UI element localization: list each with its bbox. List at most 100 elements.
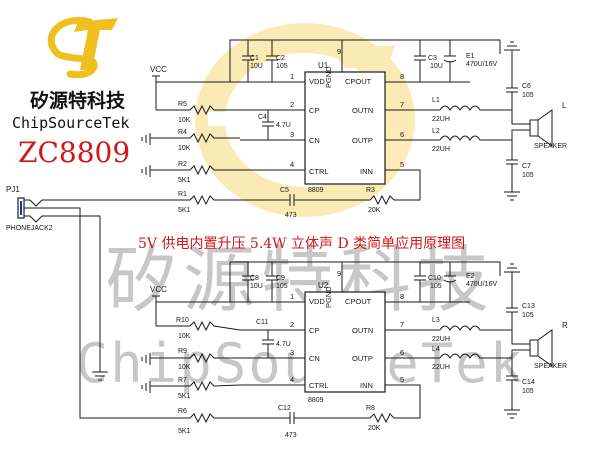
- pin7-num: 7: [400, 100, 404, 109]
- c1-value: 10U: [250, 63, 263, 70]
- speaker-r-icon: [529, 329, 553, 367]
- c5-value: 473: [285, 212, 297, 219]
- vcc-label-2: VCC: [150, 285, 167, 294]
- pin-cpout-2: CPOUT: [345, 297, 372, 306]
- pin-cpout: CPOUT: [345, 77, 372, 86]
- l4-ref: L4: [432, 346, 440, 353]
- pin6-num-2: 6: [400, 348, 404, 357]
- pin4-num-2: 4: [290, 375, 294, 384]
- schematic-title: 5V 供电内置升压 5.4W 立体声 D 类简单应用原理图: [138, 235, 465, 252]
- c8-value: 10U: [250, 283, 263, 290]
- pin4-num: 4: [290, 160, 294, 169]
- vcc-label: VCC: [150, 65, 167, 74]
- jack-type: PHONEJACK2: [6, 225, 53, 232]
- pin-outp: OUTP: [352, 136, 373, 145]
- brand-logo: [47, 17, 118, 79]
- c2-value: 105: [276, 63, 288, 70]
- pin-pgnd-2: PGND: [324, 286, 333, 308]
- c7-ref: C7: [522, 163, 531, 170]
- pin6-num: 6: [400, 130, 404, 139]
- pin3-num: 3: [290, 130, 294, 139]
- c4-ref: C4: [258, 114, 267, 121]
- speaker-l-side: L: [562, 101, 567, 110]
- pin8-num: 8: [400, 72, 404, 81]
- pin-outn: OUTN: [352, 106, 373, 115]
- r2-value: 5K1: [178, 177, 191, 184]
- r10-ref: R10: [176, 317, 189, 324]
- c6-value: 105: [522, 92, 534, 99]
- c3-value: 10U: [430, 63, 443, 70]
- speaker-l-label: SPEAKER: [534, 143, 567, 150]
- l2-ref: L2: [432, 128, 440, 135]
- c10-ref: C10: [428, 275, 441, 282]
- c8-ref: C8: [250, 275, 259, 282]
- pin-inn-2: INN: [360, 381, 373, 390]
- pin9-num: 9: [337, 47, 341, 56]
- l2-value: 22UH: [432, 146, 450, 153]
- pin-cn-2: CN: [309, 354, 320, 363]
- speaker-r-label: SPEAKER: [534, 363, 567, 370]
- pin5-num: 5: [400, 160, 404, 169]
- c13-value: 105: [522, 312, 534, 319]
- c11-value: 4.7U: [276, 341, 291, 348]
- pin-cp: CP: [309, 106, 319, 115]
- e2-ref: E2: [466, 273, 475, 280]
- c4-value: 4.7U: [276, 122, 291, 129]
- r4-ref: R4: [178, 129, 187, 136]
- pin2-num-2: 2: [290, 320, 294, 329]
- r4-value: 10K: [178, 145, 191, 152]
- r5-ref: R5: [178, 101, 187, 108]
- c2-ref: C2: [276, 55, 285, 62]
- c14-ref: C14: [522, 379, 535, 386]
- pin-cp-2: CP: [309, 326, 319, 335]
- pin7-num-2: 7: [400, 320, 404, 329]
- chip-u1: [304, 71, 386, 185]
- l4-value: 22UH: [432, 364, 450, 371]
- r9-ref: R9: [178, 348, 187, 355]
- c9-value: 105: [276, 283, 288, 290]
- r3-ref: R3: [366, 187, 375, 194]
- c12-value: 473: [285, 432, 297, 439]
- r10-value: 10K: [178, 333, 191, 340]
- chip-u2-part: 8809: [308, 397, 324, 404]
- chip-u2-ref: U2: [318, 281, 329, 290]
- r6-value: 5K1: [178, 428, 191, 435]
- e1-ref: E1: [466, 53, 475, 60]
- channel-1: VCC C1 10U C2 105 9 U1 8809 VDD CP CN CT…: [60, 39, 567, 219]
- company-name-en: ChipSourceTek: [12, 114, 129, 132]
- c6-ref: C6: [522, 83, 531, 90]
- c3-ref: C3: [428, 55, 437, 62]
- pin9-num-2: 9: [337, 269, 341, 278]
- c12-ref: C12: [278, 405, 291, 412]
- pin8-num-2: 8: [400, 292, 404, 301]
- pin-outn-2: OUTN: [352, 326, 373, 335]
- pin-ctrl: CTRL: [309, 167, 329, 176]
- phone-jack: [17, 197, 60, 223]
- c10-value: 105: [430, 283, 442, 290]
- e2-value: 470U/16V: [466, 281, 497, 288]
- pin-outp-2: OUTP: [352, 354, 373, 363]
- part-number: ZC8809: [18, 136, 130, 169]
- c7-value: 105: [522, 172, 534, 179]
- c14-value: 105: [522, 388, 534, 395]
- pin1-num: 1: [290, 72, 294, 81]
- r8-value: 20K: [368, 425, 381, 432]
- e1-value: 470U/16V: [466, 61, 497, 68]
- r8-ref: R8: [366, 405, 375, 412]
- pin-pgnd: PGND: [324, 66, 333, 88]
- pin-vdd: VDD: [309, 77, 325, 86]
- pin-cn: CN: [309, 136, 320, 145]
- watermark-en: ChipSourceTek: [76, 332, 525, 395]
- r7-value: 5K1: [178, 393, 191, 400]
- pin5-num-2: 5: [400, 375, 404, 384]
- ground-symbol: [92, 371, 108, 381]
- l1-value: 22UH: [432, 116, 450, 123]
- l3-ref: L3: [432, 317, 440, 324]
- pin3-num-2: 3: [290, 348, 294, 357]
- chip-u2: [304, 291, 386, 393]
- r3-value: 20K: [368, 207, 381, 214]
- channel-2: VCC C8 10U C9 105 9 U2 8809 VDD CP CN CT…: [60, 207, 568, 439]
- l1-ref: L1: [432, 97, 440, 104]
